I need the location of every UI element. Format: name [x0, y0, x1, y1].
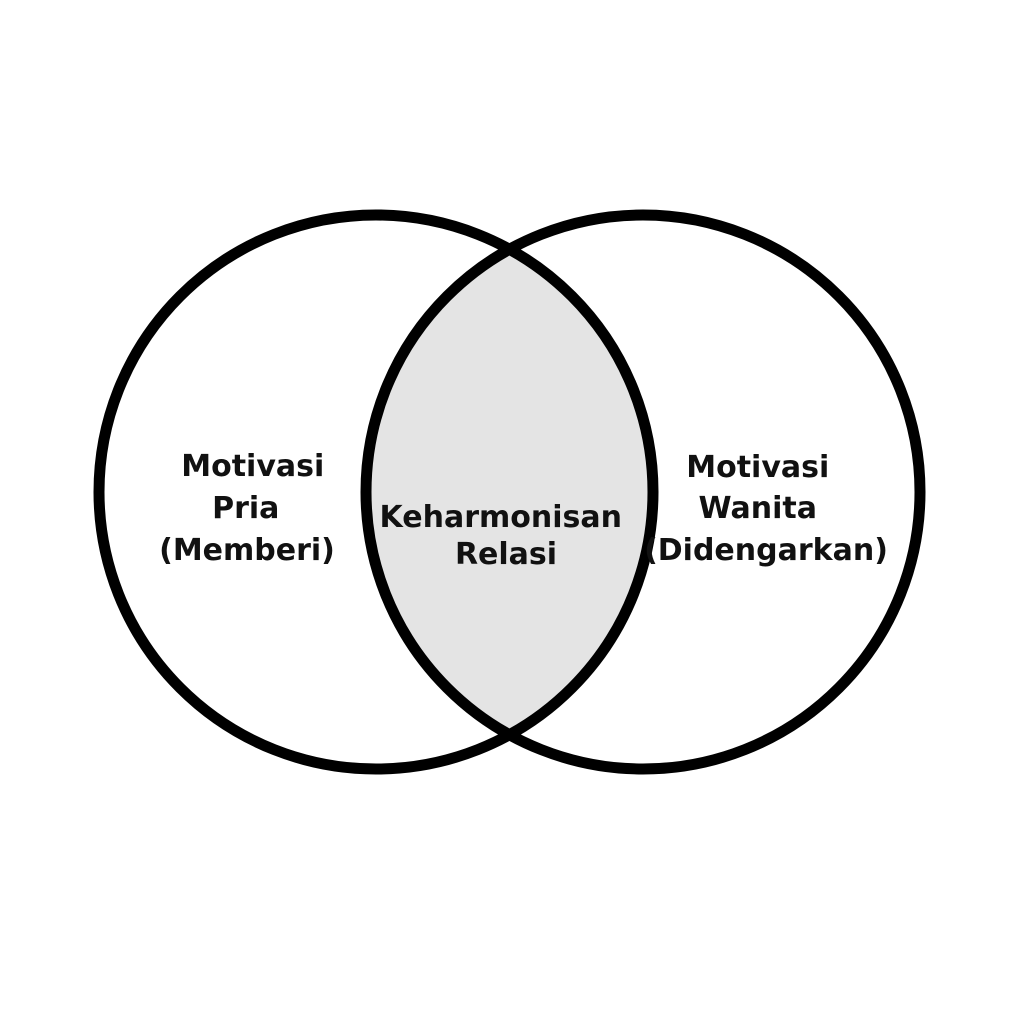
right-set-label-line: Wanita	[699, 491, 818, 526]
right-set-label-line: Motivasi	[686, 450, 829, 485]
left-set-label-line: Pria	[212, 491, 279, 526]
intersection-label-line: Keharmonisan	[380, 500, 622, 535]
left-set-label: Motivasi Pria (Memberi)	[159, 449, 335, 568]
left-set-label-line: Motivasi	[181, 449, 324, 484]
left-set-label-line: (Memberi)	[159, 533, 335, 568]
intersection-label-line: Relasi	[455, 537, 557, 572]
left-set-circle	[93, 209, 659, 775]
right-set-label: Motivasi Wanita (Didengarkan)	[644, 450, 888, 568]
intersection-region	[366, 215, 653, 769]
intersection-label: Keharmonisan Relasi	[380, 500, 633, 572]
right-set-circle	[360, 209, 926, 775]
right-set-label-line: (Didengarkan)	[644, 533, 888, 568]
